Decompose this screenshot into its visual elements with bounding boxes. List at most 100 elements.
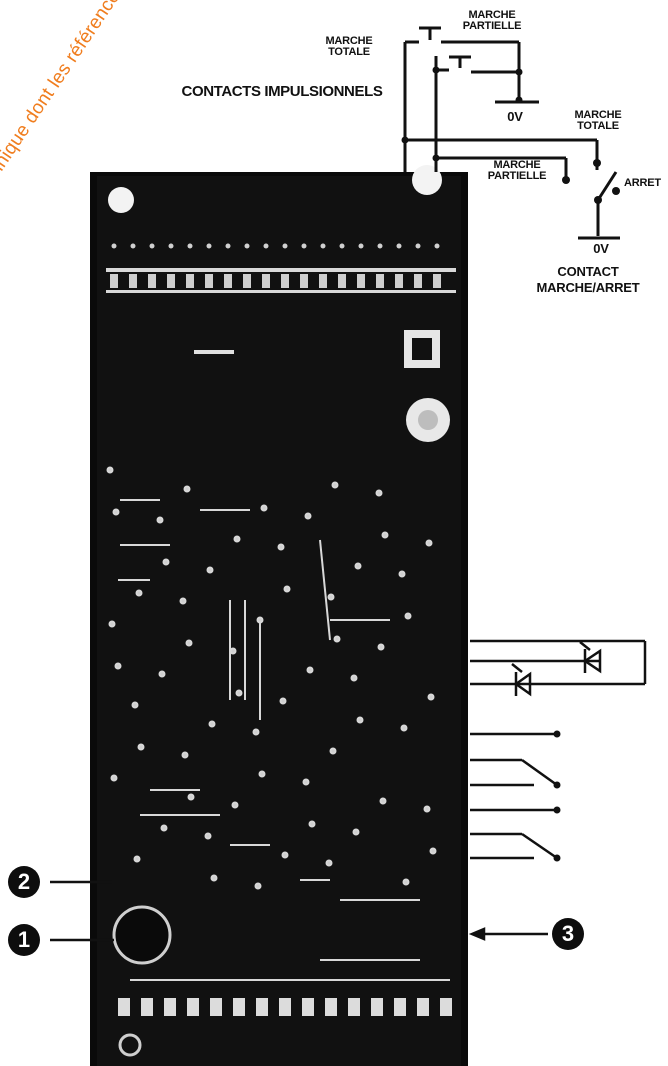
label-zero-v-bottom: 0V [593,241,609,256]
solder-point [160,824,168,832]
solder-point [137,743,145,751]
pin-marker [396,243,402,249]
terminal-pin [338,274,346,288]
pin-marker [263,243,269,249]
bottom-connector-pin [187,998,199,1016]
bottom-connector-pin [440,998,452,1016]
solder-point [162,558,170,566]
terminal-pin [205,274,213,288]
solder-point [106,466,114,474]
solder-point [283,585,291,593]
terminal-pin [262,274,270,288]
label-zero-v-top: 0V [507,109,523,124]
solder-point [404,612,412,620]
terminal-pin [319,274,327,288]
solder-point [229,647,237,655]
solder-point [258,770,266,778]
circuit-board [90,165,468,1066]
solder-point [375,489,383,497]
solder-point [333,635,341,643]
solder-point [354,562,362,570]
label-arret: ARRET [624,177,661,189]
solder-point [112,508,120,516]
board-trace [319,539,331,641]
solder-point [352,828,360,836]
terminal-pin [357,274,365,288]
solder-point [281,851,289,859]
bottom-connector-row [118,998,452,1016]
terminal-pin [395,274,403,288]
solder-point [331,481,339,489]
solder-point [252,728,260,736]
callout-2: 2 [8,866,40,898]
solder-point [114,662,122,670]
solder-point [204,832,212,840]
label-marche-totale-right: MARCHE TOTALE [574,109,622,132]
solder-point [187,793,195,801]
solder-point [135,589,143,597]
solder-point [302,778,310,786]
solder-point [423,805,431,813]
terminal-pin [376,274,384,288]
mounting-hole-left [108,187,134,213]
solder-point [306,666,314,674]
solder-point [329,747,337,755]
output-wiring [470,639,647,860]
label-marche-totale-top: MARCHE TOTALE [325,35,373,58]
bottom-connector-pin [118,998,130,1016]
terminal-pin [414,274,422,288]
solder-point [304,512,312,520]
solder-point [156,516,164,524]
pin-marker [111,243,117,249]
pin-marker [301,243,307,249]
bottom-connector-pin [302,998,314,1016]
pin-marker [187,243,193,249]
solder-point [400,724,408,732]
terminal-pin [433,274,441,288]
terminal-pin [186,274,194,288]
pin-marker [130,243,136,249]
pin-marker [339,243,345,249]
solder-point [210,874,218,882]
solder-point [158,670,166,678]
pin-marker [206,243,212,249]
bottom-connector-pin [141,998,153,1016]
solder-point [233,535,241,543]
solder-point [110,774,118,782]
bottom-connector-pin [348,998,360,1016]
solder-point [185,639,193,647]
solder-point [208,720,216,728]
solder-point [260,504,268,512]
top-wiring [403,26,620,240]
solder-point [277,543,285,551]
bottom-connector-pin [210,998,222,1016]
solder-point [179,597,187,605]
pin-marker [320,243,326,249]
solder-point [427,693,435,701]
pin-marker [149,243,155,249]
pin-marker [415,243,421,249]
solder-point [398,570,406,578]
terminal-pin [243,274,251,288]
solder-point [131,701,139,709]
pin-marker [377,243,383,249]
terminal-pin [148,274,156,288]
solder-point [356,716,364,724]
bottom-connector-pin [279,998,291,1016]
solder-point [377,643,385,651]
solder-point [235,689,243,697]
bottom-connector-pin [164,998,176,1016]
pin-marker [358,243,364,249]
bottom-connector-pin [325,998,337,1016]
terminal-pin [300,274,308,288]
callout-3: 3 [552,918,584,950]
bottom-connector-pin [233,998,245,1016]
solder-point [206,566,214,574]
label-marche-partielle-top: MARCHE PARTIELLE [462,9,522,32]
solder-point [425,539,433,547]
pin-marker [434,243,440,249]
pin-marker [168,243,174,249]
solder-point [133,855,141,863]
mounting-hole-right [412,165,442,195]
bottom-connector-pin [371,998,383,1016]
